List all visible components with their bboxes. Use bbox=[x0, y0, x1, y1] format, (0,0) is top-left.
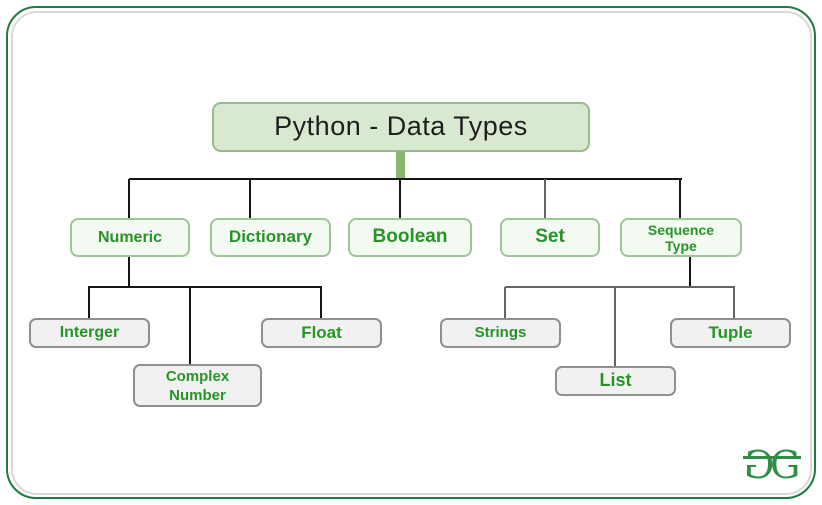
connector-sequence-down bbox=[689, 257, 691, 288]
connector-numeric-down bbox=[128, 257, 130, 288]
connector-drop-dictionary bbox=[249, 179, 251, 218]
logo-letter-mirrored-g: G bbox=[743, 443, 774, 487]
connector-drop-float bbox=[320, 287, 322, 318]
connector-root-stub bbox=[396, 151, 405, 179]
connector-drop-complex-number bbox=[189, 287, 191, 364]
connector-sequence-horizontal bbox=[505, 286, 735, 288]
node-numeric: Numeric bbox=[70, 218, 190, 257]
node-strings: Strings bbox=[440, 318, 561, 348]
node-sequence-type: Sequence Type bbox=[620, 218, 742, 257]
node-python-data-types: Python - Data Types bbox=[212, 102, 590, 152]
connector-numeric-horizontal bbox=[88, 286, 322, 288]
connector-drop-numeric bbox=[128, 179, 130, 218]
connector-drop-sequence-type bbox=[679, 179, 681, 218]
connector-level1-horizontal bbox=[129, 178, 682, 180]
connector-drop-list bbox=[614, 287, 616, 366]
logo-crossbar bbox=[743, 456, 801, 459]
node-float: Float bbox=[261, 318, 382, 348]
connector-drop-set bbox=[544, 179, 546, 218]
connector-drop-interger bbox=[88, 287, 90, 318]
connector-drop-tuple bbox=[733, 287, 735, 318]
node-boolean: Boolean bbox=[348, 218, 472, 257]
node-complex-number: Complex Number bbox=[133, 364, 262, 407]
node-dictionary: Dictionary bbox=[210, 218, 331, 257]
node-tuple: Tuple bbox=[670, 318, 791, 348]
connector-drop-boolean bbox=[399, 179, 401, 218]
connector-drop-strings bbox=[504, 287, 506, 318]
logo-letter-g: G bbox=[770, 443, 801, 487]
node-list: List bbox=[555, 366, 676, 396]
node-interger: Interger bbox=[29, 318, 150, 348]
geeksforgeeks-logo-icon: G G bbox=[741, 442, 803, 488]
node-set: Set bbox=[500, 218, 600, 257]
